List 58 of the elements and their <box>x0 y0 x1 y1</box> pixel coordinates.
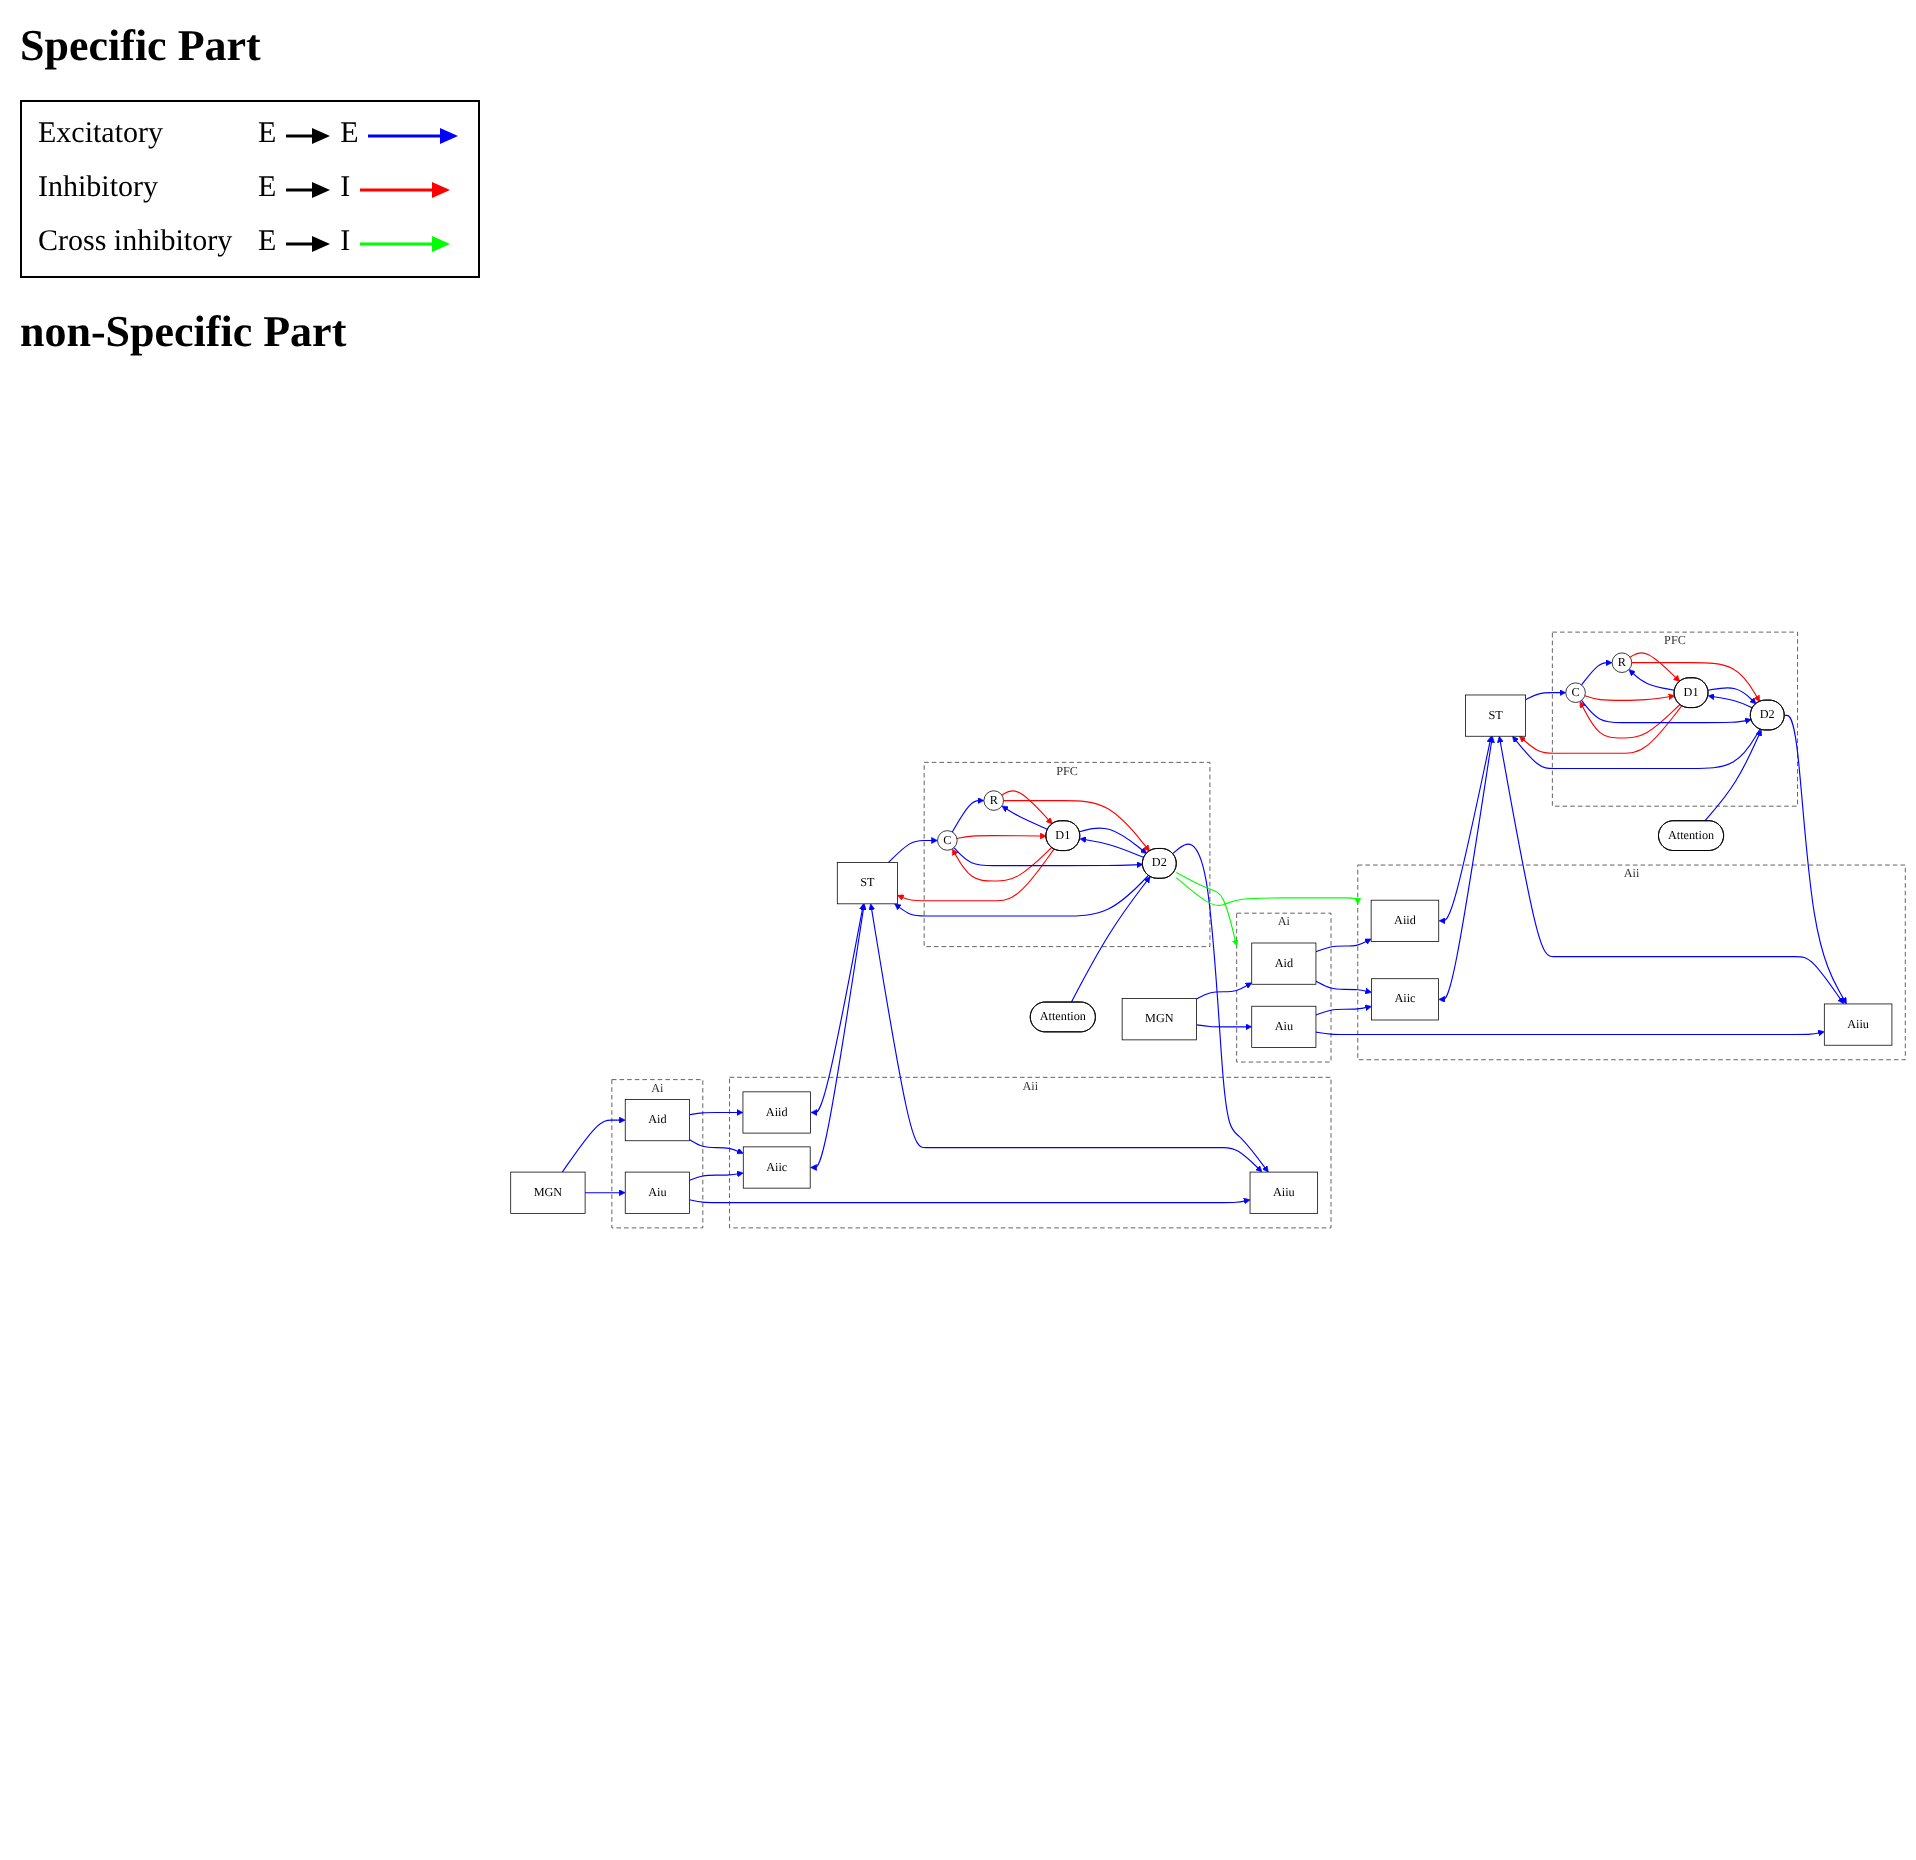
arrow <box>1629 652 1681 682</box>
arrow <box>1078 827 1148 854</box>
arrow <box>1707 687 1757 705</box>
arrow <box>1175 872 1239 947</box>
arrow <box>1002 800 1150 852</box>
arrow <box>1628 669 1676 691</box>
arrow <box>1581 659 1613 686</box>
neuron-type: I <box>340 172 351 206</box>
arrow <box>897 848 1055 902</box>
neuron-type: E <box>340 118 359 152</box>
legend-text: Inhibitory <box>38 172 160 206</box>
neuron-type: I <box>340 226 351 260</box>
arrow <box>1631 662 1761 703</box>
arrow <box>868 903 1263 1173</box>
arrow <box>1195 982 1253 1000</box>
arrow <box>951 846 1053 882</box>
arrow <box>1584 693 1676 701</box>
arrow <box>688 1170 744 1181</box>
arrow <box>1579 701 1681 739</box>
arrow <box>1519 705 1683 754</box>
arrow <box>1195 1023 1253 1031</box>
arrow <box>1315 938 1372 953</box>
arrow <box>688 1138 744 1155</box>
legend-text: Excitatory <box>38 118 165 152</box>
arrow <box>953 847 1144 869</box>
arrow <box>1497 735 1844 1004</box>
arrow <box>1512 728 1761 770</box>
arrow <box>1438 735 1495 1003</box>
arrow <box>1784 714 1847 1005</box>
arrow <box>561 1116 626 1173</box>
arrow <box>1704 729 1762 822</box>
neuron-type: E <box>258 118 277 152</box>
arrow <box>584 1189 626 1197</box>
part-heading: non-Specific Part <box>20 306 349 358</box>
arrow <box>1172 843 1269 1173</box>
arrow <box>894 874 1150 917</box>
arrow <box>1707 693 1754 709</box>
arrow <box>688 1109 744 1116</box>
arrow <box>1315 980 1372 995</box>
arrow <box>1175 877 1362 907</box>
arrow <box>956 832 1047 840</box>
arrow <box>810 903 867 1171</box>
arrow <box>1315 1004 1372 1016</box>
legend-text: Cross inhibitory <box>38 226 235 260</box>
arrow <box>1315 1029 1825 1037</box>
arrow <box>1438 735 1494 925</box>
arrow <box>1001 790 1053 825</box>
arrow <box>951 797 985 833</box>
arrow <box>1070 876 1151 1003</box>
arrow <box>887 837 938 864</box>
part-heading: Specific Part <box>20 20 263 72</box>
arrow <box>1001 805 1049 830</box>
arrow <box>1525 689 1567 701</box>
neuron-type: E <box>258 172 277 206</box>
neuron-type: E <box>258 226 277 260</box>
arrow <box>688 1197 1251 1205</box>
arrow <box>1581 699 1752 725</box>
arrow <box>1079 836 1145 859</box>
